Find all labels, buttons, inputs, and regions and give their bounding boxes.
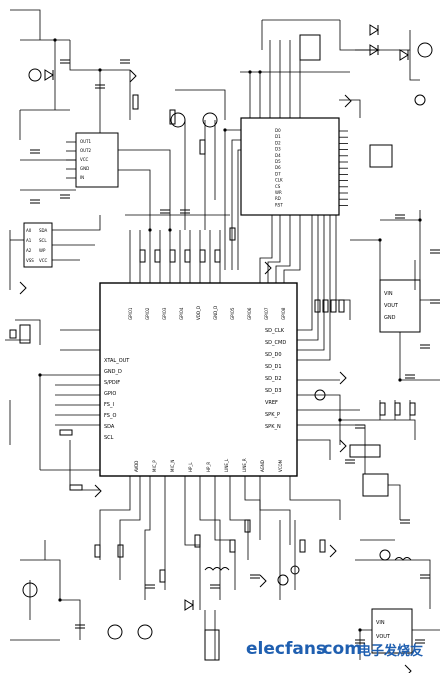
pin-label: RD	[275, 196, 281, 201]
pin-label: A0	[26, 228, 32, 233]
junction-dots	[38, 38, 422, 632]
pin-label: D1	[275, 134, 281, 139]
pin-label: VSS	[26, 258, 34, 263]
pin-label: GPIO1	[128, 307, 133, 320]
pin-label: SDA	[104, 424, 115, 430]
watermark-cn: 电子发烧友	[358, 643, 423, 659]
pin-label: VREF	[265, 400, 278, 406]
pin-label: HP_L	[188, 462, 193, 472]
pin-label: GPIO6	[247, 307, 252, 320]
pin-label: SD_CLK	[265, 328, 285, 334]
components	[9, 24, 440, 673]
pin-label: CS	[275, 184, 281, 189]
pin-label: VCC	[80, 157, 89, 162]
pin-label: XTAL_OUT	[104, 358, 130, 364]
watermark-logo: elecfans .com 电子发烧友	[246, 639, 423, 659]
pin-label: VCC	[39, 258, 48, 263]
pin-label: SD_D2	[265, 376, 282, 382]
pin-label: SD_CMD	[265, 340, 286, 346]
watermark-domain: .com	[316, 639, 362, 659]
pin-label: HP_R	[206, 462, 211, 472]
pin-label: SCL	[39, 238, 47, 243]
pin-label: D3	[275, 147, 281, 152]
pin-label: D4	[275, 153, 281, 158]
pin-label: SCL	[104, 435, 114, 441]
pin-label: FS_I	[104, 402, 114, 408]
pin-label: WR	[275, 190, 282, 195]
pin-label: SD_D1	[265, 364, 282, 370]
pin-label: FS_O	[104, 413, 116, 419]
pin-label: OUT1	[80, 139, 92, 144]
pin-label: VIN	[376, 620, 385, 626]
pin-label: SD_D0	[265, 352, 282, 358]
pin-label: GND_D	[104, 369, 122, 375]
pin-label: VIN	[384, 291, 393, 297]
pin-label: AVDD	[134, 461, 139, 472]
pin-label: D5	[275, 159, 281, 164]
pin-label: D7	[275, 171, 281, 176]
pin-label: VOUT	[384, 303, 399, 309]
pin-label: MIC_N	[170, 460, 175, 472]
pin-label: OUT2	[80, 148, 92, 153]
pin-label: GND	[384, 315, 396, 321]
pin-label: GPIO	[104, 391, 116, 397]
pin-label: GND_D	[213, 306, 218, 320]
main-ic: XTAL_OUT GND_D S/PDIF GPIO FS_I FS_O SDA SCL GP…	[99, 282, 298, 477]
pin-label: SPK_N	[265, 424, 281, 430]
pin-label: GPIO3	[162, 307, 167, 320]
pin-label: RST	[275, 202, 283, 207]
pin-label: CLK	[275, 178, 283, 183]
pin-label: GPIO8	[281, 307, 286, 320]
pin-label: IN	[80, 175, 84, 180]
pin-label: SPK_P	[265, 412, 280, 418]
pin-label: S/PDIF	[104, 380, 120, 386]
pin-label: AGND	[260, 460, 265, 472]
pin-label: VOUT	[376, 634, 391, 640]
pin-label: D6	[275, 165, 281, 170]
pin-label: A2	[26, 248, 32, 253]
watermark-brand: elecfans	[246, 639, 326, 659]
pin-label: GPIO5	[230, 307, 235, 320]
bottom-right-ic: VIN VOUT	[371, 608, 413, 654]
pin-label: SD_D3	[265, 388, 282, 394]
pin-label: D0	[275, 128, 281, 133]
pin-label: GPIO2	[145, 307, 150, 320]
pin-label: WP	[39, 248, 46, 253]
pin-label: GPIO4	[179, 307, 184, 320]
pin-label: VDD_D	[196, 306, 201, 320]
pin-label: GPIO7	[264, 307, 269, 320]
pin-label: LINE_L	[224, 458, 229, 472]
pin-label: A1	[26, 238, 32, 243]
pin-label: SDA	[39, 228, 48, 233]
pin-label: VCOM	[278, 459, 283, 472]
pin-label: GND	[80, 166, 89, 171]
pin-label: MIC_P	[152, 460, 157, 472]
pin-label: D2	[275, 140, 281, 145]
pin-label: LINE_R	[242, 458, 247, 472]
